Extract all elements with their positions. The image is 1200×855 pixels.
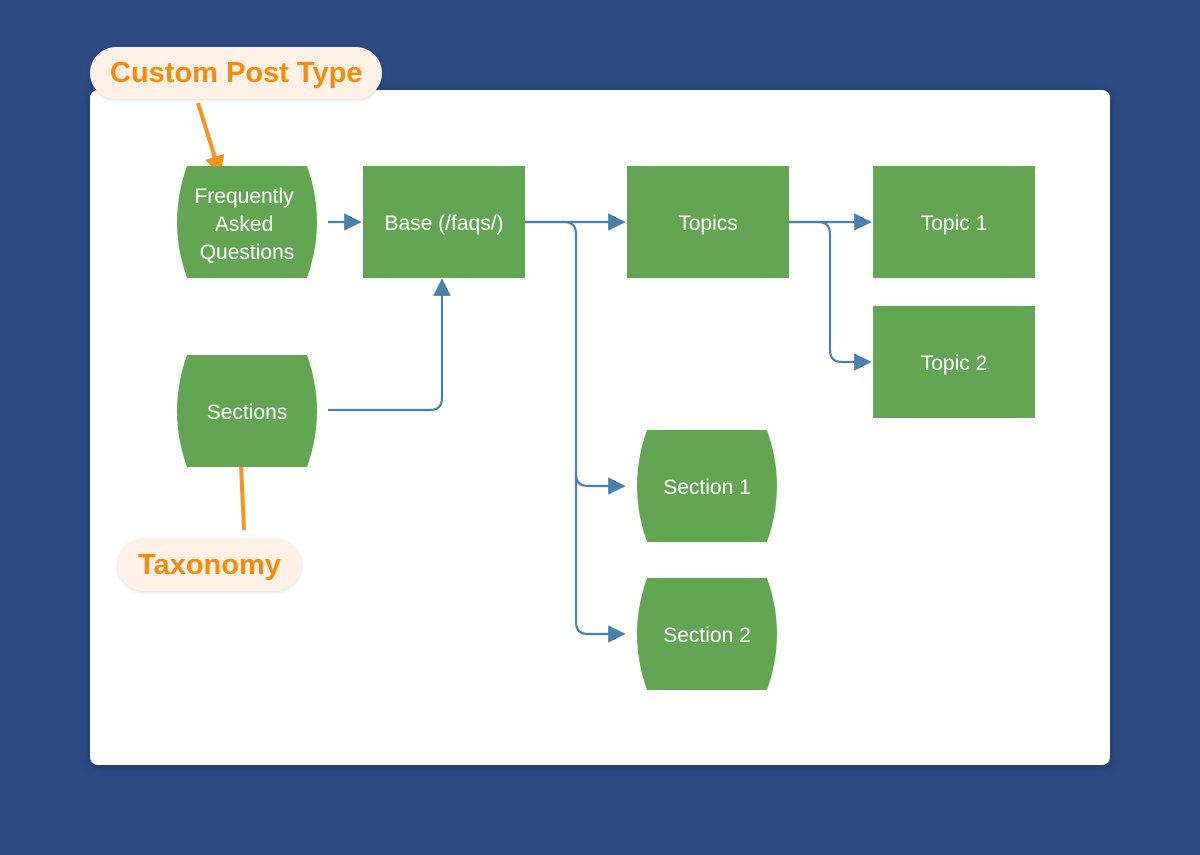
node-topic-1-label: Topic 1 — [921, 212, 988, 235]
node-faq-line-1: Frequently — [194, 185, 294, 208]
node-section-2-label: Section 2 — [663, 624, 751, 647]
svg-text:Frequently Asked Q: Frequently Asked Questions — [194, 185, 299, 264]
node-base: Base (/faqs/) — [363, 166, 525, 278]
edge-topics-to-topic2 — [789, 220, 872, 371]
node-sections: Sections — [177, 355, 317, 467]
node-topics: Topics — [627, 166, 789, 278]
node-topic-2-label: Topic 2 — [921, 352, 988, 375]
edge-sections-to-base — [328, 278, 451, 412]
callout-custom-post-type: Custom Post Type — [90, 47, 383, 99]
node-topic-2: Topic 2 — [873, 306, 1035, 418]
edge-base-to-section1 — [525, 220, 626, 495]
callout-taxonomy: Taxonomy — [118, 539, 301, 591]
node-base-label: Base (/faqs/) — [384, 212, 503, 235]
node-faq-line-3: Questions — [200, 241, 295, 264]
node-section-1-label: Section 1 — [663, 476, 751, 499]
node-topic-1: Topic 1 — [873, 166, 1035, 278]
callout-arrow-custom-post-type — [196, 102, 225, 176]
node-topics-label: Topics — [678, 212, 738, 235]
node-faq-line-2: Asked — [215, 213, 273, 236]
node-section-2: Section 2 — [637, 578, 777, 690]
node-sections-label: Sections — [207, 401, 288, 424]
node-section-1: Section 1 — [637, 430, 777, 542]
edge-base-to-section2 — [574, 474, 626, 643]
node-faq: Frequently Asked Questions — [177, 166, 317, 278]
